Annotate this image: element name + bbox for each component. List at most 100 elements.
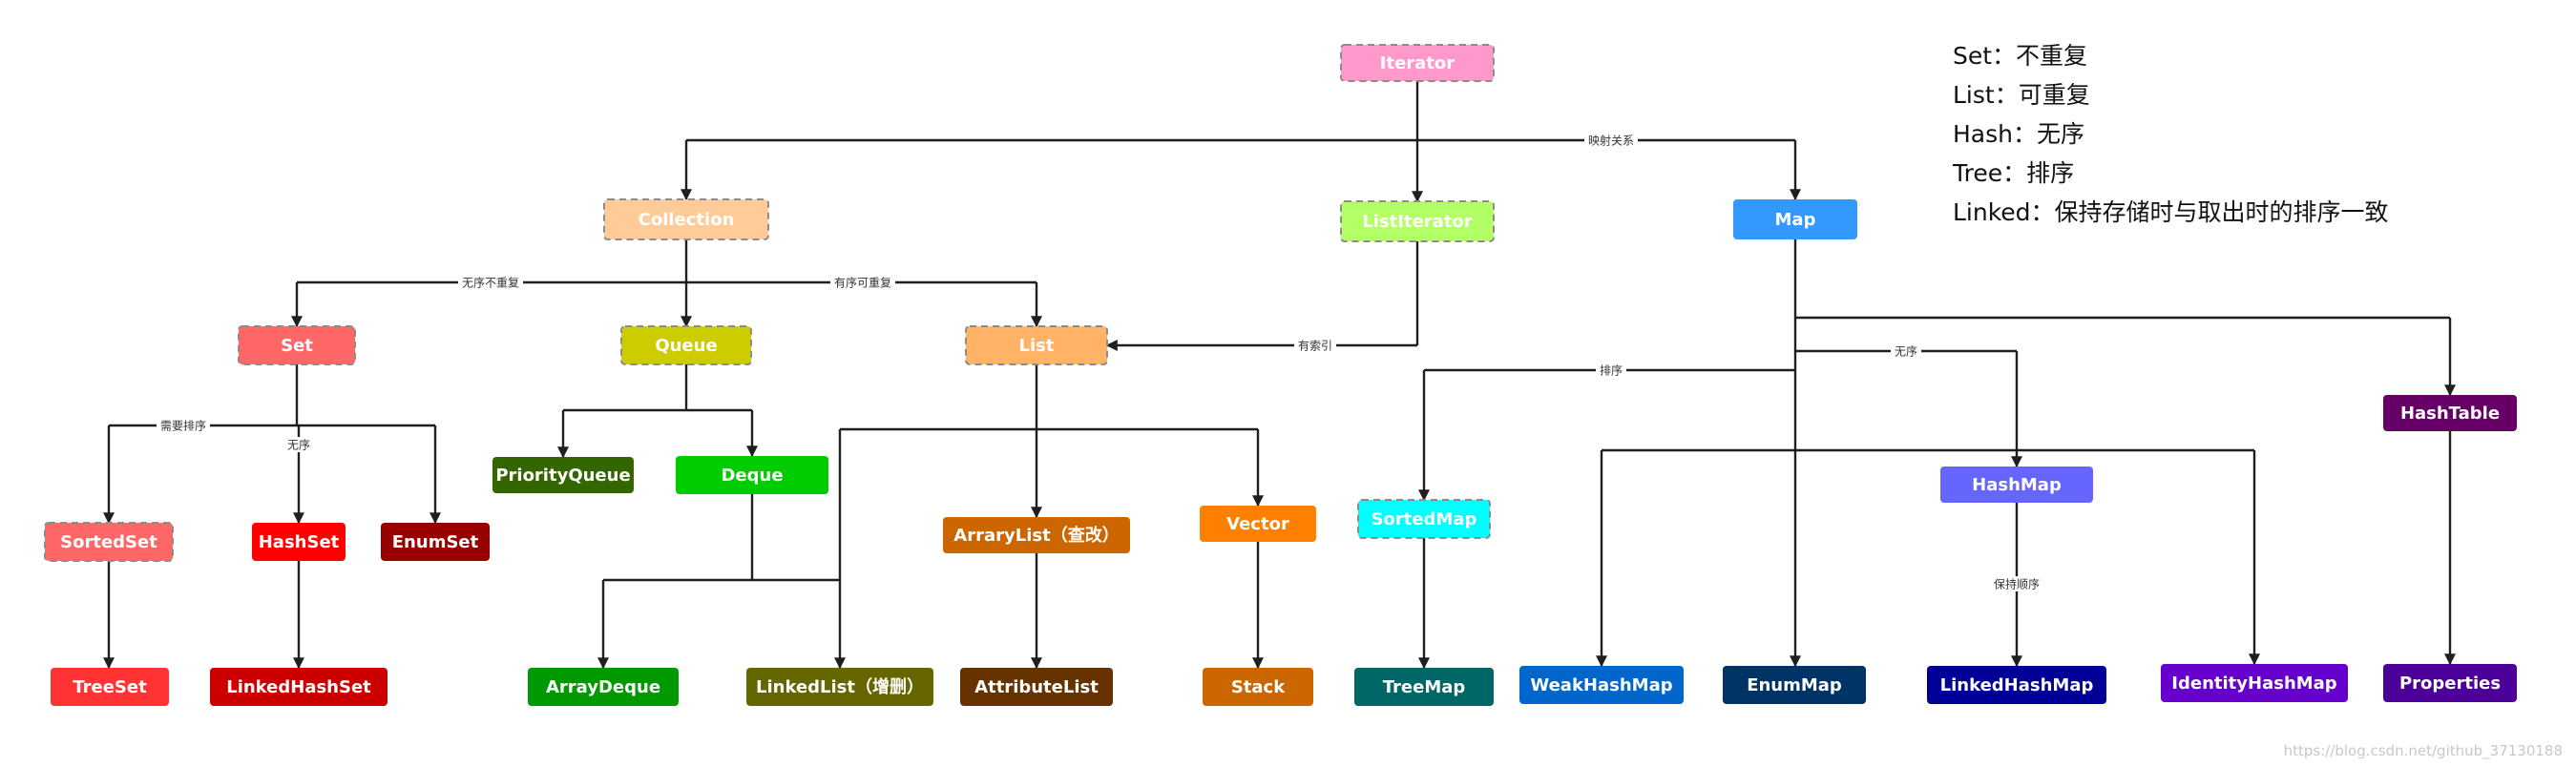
node-box <box>746 668 933 706</box>
legend-item-tree: Tree：排序 <box>1953 159 2075 187</box>
edge-label-background <box>830 275 895 290</box>
node-box <box>44 522 174 562</box>
node-label: EnumMap <box>1747 675 1842 695</box>
edge-label: 有序可重复 <box>830 275 895 290</box>
node-vector: Vector <box>1200 506 1316 542</box>
node-box <box>620 325 752 365</box>
edge-label: 排序 <box>1596 363 1626 378</box>
node-label: LinkedHashMap <box>1940 675 2094 695</box>
edge-label-background <box>1891 343 1921 359</box>
edge-label: 无序 <box>1891 343 1921 359</box>
node-tree-set: TreeSet <box>51 668 169 706</box>
node-box <box>492 457 634 493</box>
edge-label-text: 有序可重复 <box>834 276 891 290</box>
edge-label-background <box>157 418 210 433</box>
node-box <box>1340 200 1495 242</box>
watermark: https://blog.csdn.net/github_37130188 <box>2283 742 2563 759</box>
node-map: Map <box>1733 199 1857 239</box>
node-box <box>1723 666 1866 704</box>
node-label: EnumSet <box>392 532 479 552</box>
node-enum-map: EnumMap <box>1723 666 1866 704</box>
edge-label-text: 无序 <box>1895 344 1917 359</box>
node-label: TreeMap <box>1383 677 1466 697</box>
node-enum-set: EnumSet <box>381 523 490 561</box>
node-arrary-list: ArraryList（查改） <box>943 517 1130 553</box>
node-label: HashTable <box>2400 404 2500 424</box>
node-properties: Properties <box>2383 664 2517 702</box>
node-label: Properties <box>2399 674 2501 694</box>
node-box <box>210 668 387 706</box>
node-label: ArraryList（查改） <box>953 525 1119 546</box>
node-label: Set <box>281 336 313 356</box>
edge-label-background <box>1596 363 1626 378</box>
edge-label-text: 无序不重复 <box>462 276 519 290</box>
node-attribute-list: AttributeList <box>960 668 1113 706</box>
node-box <box>1927 666 2106 704</box>
edge-label-text: 需要排序 <box>160 419 206 433</box>
node-box <box>965 325 1108 365</box>
node-label: LinkedList（增删） <box>756 676 924 697</box>
legend: Set：不重复 List：可重复 Hash：无序 Tree：排序 Linked：… <box>1953 36 2389 232</box>
edge-label: 需要排序 <box>157 418 210 433</box>
node-box <box>1203 668 1313 706</box>
node-label: HashMap <box>1972 475 2062 495</box>
node-box <box>1340 44 1495 82</box>
node-box <box>2161 664 2348 702</box>
edge-label-background <box>1294 338 1336 353</box>
node-label: Stack <box>1231 677 1286 697</box>
node-box <box>1200 506 1316 542</box>
node-box <box>1733 199 1857 239</box>
node-box <box>960 668 1113 706</box>
node-label: Queue <box>655 336 717 356</box>
node-box <box>1357 499 1491 539</box>
node-label: IdentityHashMap <box>2171 674 2337 694</box>
node-sorted-map: SortedMap <box>1357 499 1491 539</box>
node-list: List <box>965 325 1108 365</box>
node-label: LinkedHashSet <box>226 677 371 697</box>
edge-label-text: 有索引 <box>1298 340 1332 353</box>
node-tree-map: TreeMap <box>1354 668 1494 706</box>
node-label: TreeSet <box>73 677 147 697</box>
legend-item-linked: Linked：保持存储时与取出时的排序一致 <box>1953 198 2389 226</box>
node-box <box>603 198 769 240</box>
node-linked-hash-set: LinkedHashSet <box>210 668 387 706</box>
node-queue: Queue <box>620 325 752 365</box>
node-priority-queue: PriorityQueue <box>492 457 634 493</box>
node-label: SortedSet <box>60 532 157 552</box>
node-label: Iterator <box>1380 53 1456 73</box>
edge-label-background <box>458 275 523 290</box>
node-label: HashSet <box>259 532 340 552</box>
node-box <box>528 668 679 706</box>
edge-label-background <box>283 437 314 452</box>
edge-label-text: 保持顺序 <box>1994 577 2040 591</box>
node-iterator: Iterator <box>1340 44 1495 82</box>
node-label: WeakHashMap <box>1530 675 1672 695</box>
node-box <box>238 325 356 365</box>
edge-label: 有索引 <box>1294 338 1336 353</box>
edges-layer <box>103 81 2456 670</box>
node-weak-hash-map: WeakHashMap <box>1519 666 1684 704</box>
node-box <box>51 668 169 706</box>
node-linked-hash-map: LinkedHashMap <box>1927 666 2106 704</box>
edge-label-text: 无序 <box>287 438 310 452</box>
node-label: ListIterator <box>1362 212 1472 232</box>
edge-label: 无序 <box>283 437 314 452</box>
edge-label: 映射关系 <box>1584 133 1638 148</box>
node-hash-map: HashMap <box>1940 466 2093 503</box>
node-box <box>1519 666 1684 704</box>
node-box <box>1354 668 1494 706</box>
edge-labels-layer: 映射关系无序不重复有序可重复有索引需要排序无序排序无序保持顺序 <box>157 133 2043 591</box>
node-label: Deque <box>721 466 783 486</box>
node-box <box>252 523 346 561</box>
node-linked-list: LinkedList（增删） <box>746 668 933 706</box>
node-hash-table: HashTable <box>2383 395 2517 431</box>
node-collection: Collection <box>603 198 769 240</box>
legend-item-hash: Hash：无序 <box>1953 120 2084 148</box>
node-label: PriorityQueue <box>495 466 630 486</box>
node-label: Vector <box>1226 514 1289 534</box>
legend-item-list: List：可重复 <box>1953 81 2090 109</box>
node-sorted-set: SortedSet <box>44 522 174 562</box>
node-label: Collection <box>639 210 735 230</box>
